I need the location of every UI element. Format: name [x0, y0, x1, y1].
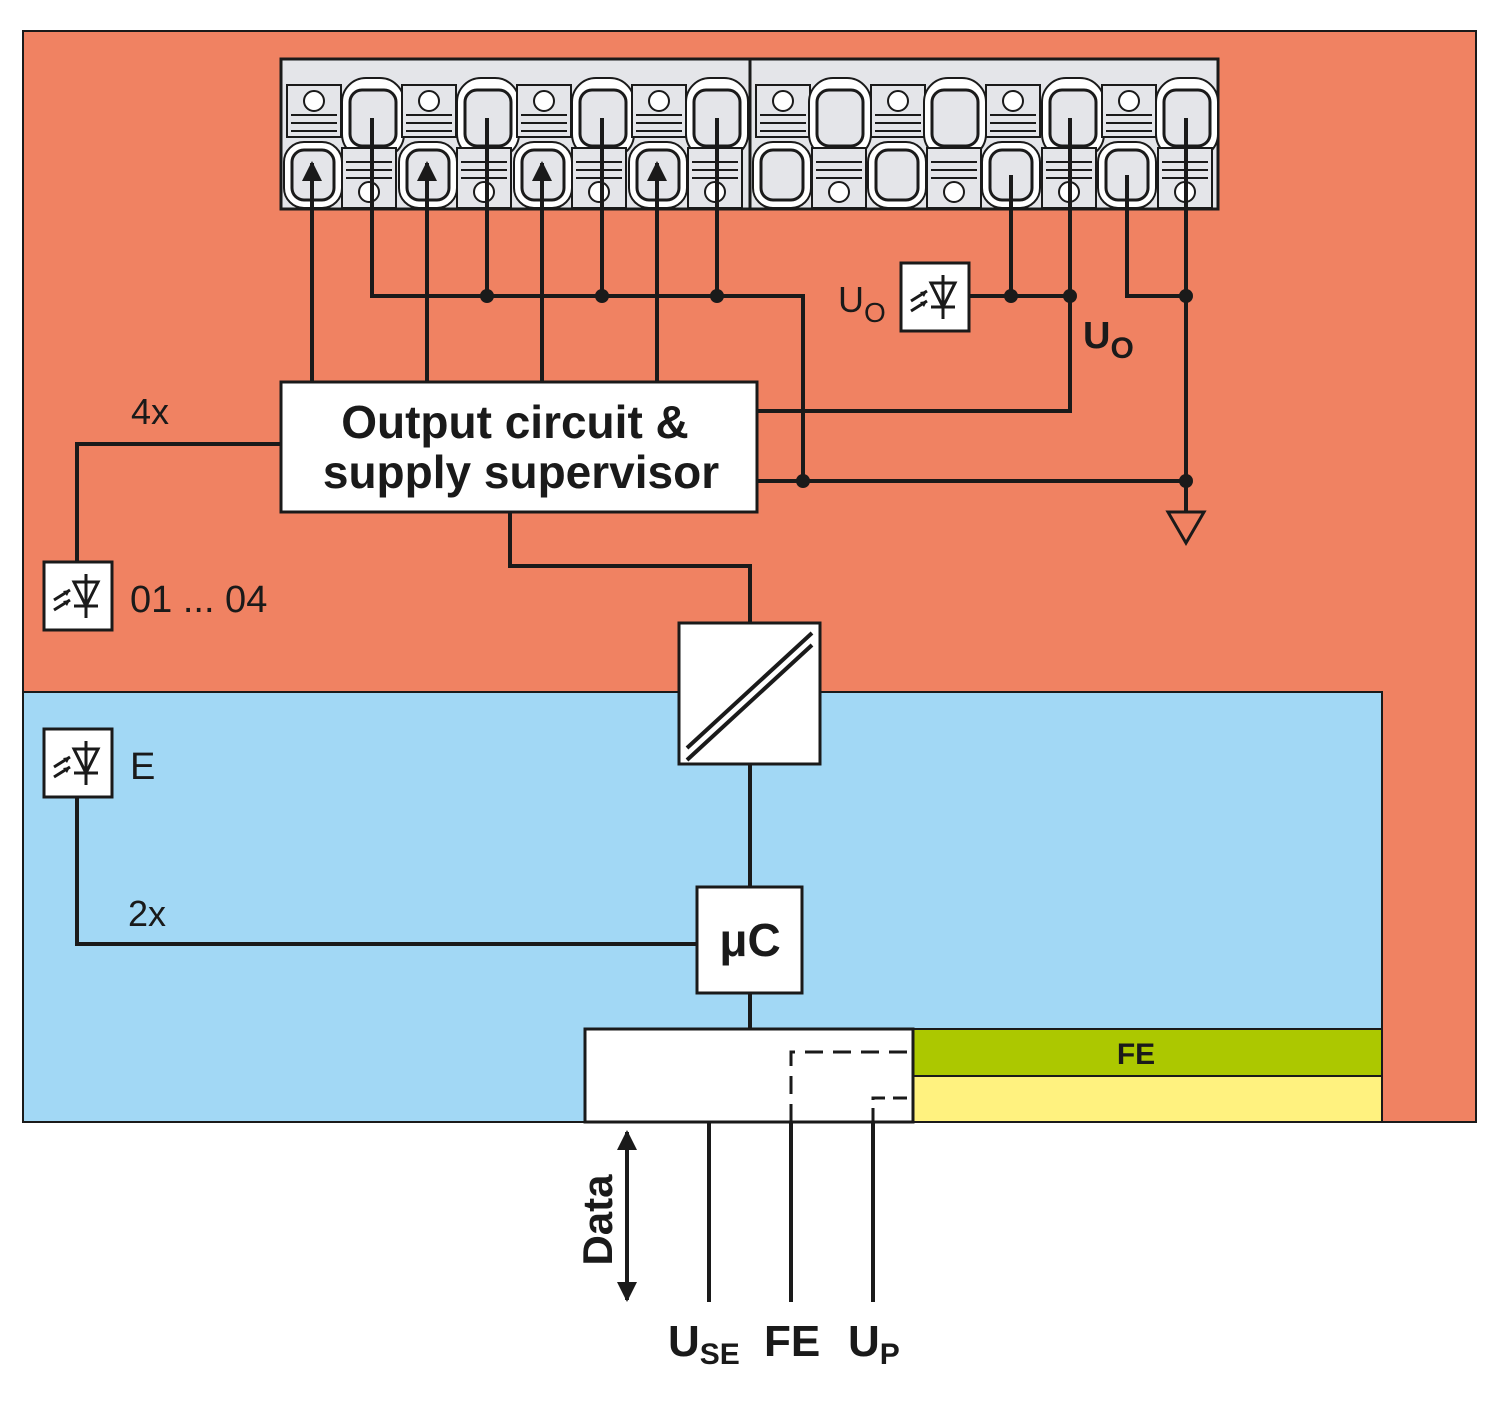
fe-band-label: FE — [1117, 1038, 1155, 1071]
use-label: USE — [668, 1317, 740, 1371]
terminal-strip — [279, 57, 1220, 211]
up-band — [912, 1075, 1383, 1123]
channel-count-out: 4x — [131, 391, 169, 432]
ground-icon — [1165, 510, 1207, 546]
galvanic-isolation-icon — [677, 621, 822, 766]
output-circuit-block — [279, 380, 759, 514]
uo-led-label: UO — [838, 279, 886, 328]
output-block-title-2: supply supervisor — [323, 446, 719, 498]
supply-wires — [757, 118, 1193, 512]
error-led-label: E — [130, 746, 155, 788]
channel-count-in: 2x — [128, 893, 166, 934]
microcontroller-label: μC — [719, 914, 780, 966]
output-block-title-1: Output circuit & — [341, 396, 689, 448]
up-label: UP — [848, 1317, 900, 1371]
fe-band — [912, 1028, 1383, 1077]
microcontroller-block — [695, 885, 804, 995]
output-wires — [302, 161, 667, 382]
fe-bottom-label: FE — [764, 1317, 820, 1366]
ground-bus — [370, 118, 805, 481]
led-wire-out — [75, 442, 281, 562]
uo-label: UO — [1083, 315, 1134, 365]
fe-dashed-link — [789, 1050, 913, 1122]
up-dashed-link — [871, 1096, 913, 1122]
supervisor-wire — [508, 512, 752, 623]
uo-led-icon — [899, 261, 971, 333]
error-led-icon — [42, 727, 114, 799]
output-led-label: 01 ... 04 — [130, 579, 267, 621]
led-wire-in — [75, 797, 697, 946]
data-label: Data — [574, 1174, 621, 1266]
output-led-icon — [42, 560, 114, 632]
bus-connector — [583, 1027, 915, 1124]
